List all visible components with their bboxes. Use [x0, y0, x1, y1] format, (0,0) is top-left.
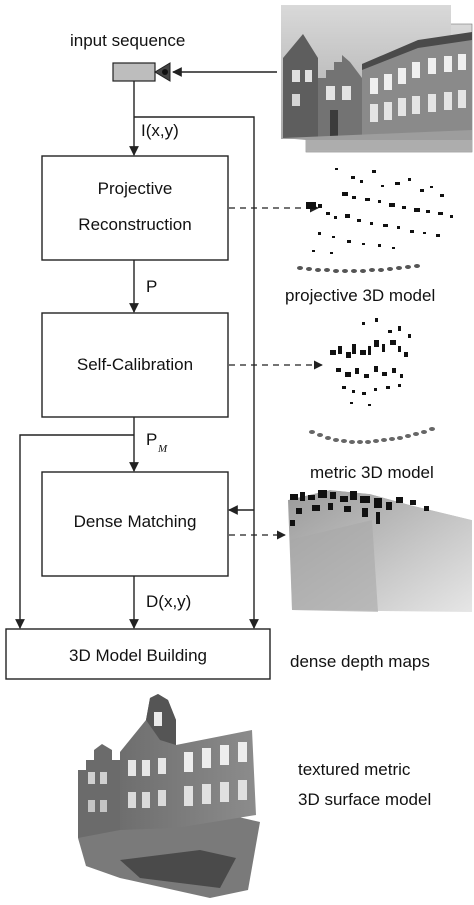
projective-camera-path: [297, 264, 420, 273]
caption-textured-line-1: textured metric: [298, 760, 411, 779]
model-building-label: 3D Model Building: [69, 646, 207, 665]
projective-reconstruction-box: [41, 155, 229, 261]
metric-point-cloud: [330, 318, 411, 406]
depth-map-image: [288, 490, 472, 612]
caption-depth-maps: dense depth maps: [290, 652, 430, 671]
signal-pm: P: [146, 430, 157, 449]
projective-label-1: Projective: [98, 179, 173, 198]
textured-surface-model: [78, 694, 260, 898]
projective-point-cloud: [306, 168, 453, 254]
signal-ixy: I(x,y): [141, 121, 179, 140]
input-sequence-label: input sequence: [70, 31, 185, 50]
model-building-box: [5, 628, 271, 680]
dense-matching-box: [41, 471, 229, 577]
camera-icon: [112, 62, 171, 82]
metric-camera-path: [309, 427, 435, 444]
flow-wires: [15, 67, 277, 629]
dense-matching-label: Dense Matching: [74, 512, 197, 531]
signal-dxy: D(x,y): [146, 592, 191, 611]
signal-p: P: [146, 277, 157, 296]
projective-label-2: Reconstruction: [78, 215, 191, 234]
output-arrows: [229, 203, 323, 540]
caption-textured-line-2: 3D surface model: [298, 790, 431, 809]
self-calibration-box: [41, 312, 229, 418]
caption-projective-model: projective 3D model: [285, 286, 435, 305]
caption-metric-model: metric 3D model: [310, 463, 434, 482]
signal-pm-subscript: M: [157, 443, 168, 455]
input-photo: [276, 4, 473, 153]
self-calibration-label: Self-Calibration: [77, 355, 193, 374]
